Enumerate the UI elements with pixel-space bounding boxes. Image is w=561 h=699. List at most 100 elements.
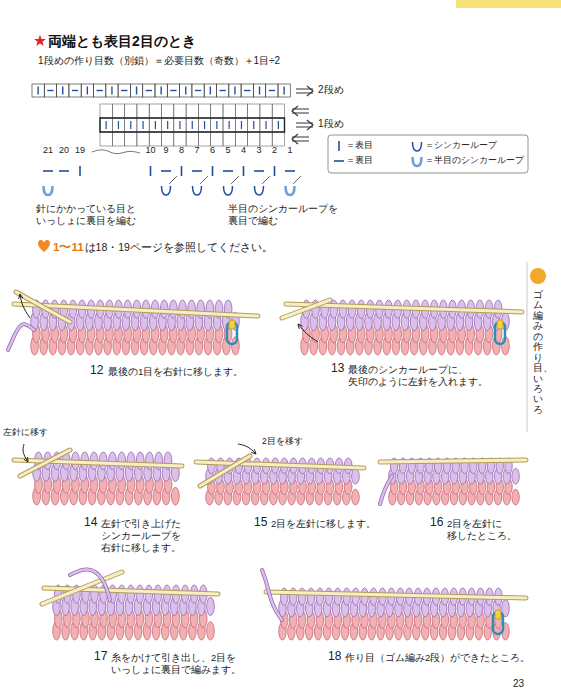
illustration-part xyxy=(16,292,70,322)
illustration-part xyxy=(352,489,360,505)
illustration-part xyxy=(118,121,119,129)
illustration-part xyxy=(413,142,422,151)
illustration-part xyxy=(192,121,193,129)
step-illustration xyxy=(196,444,364,505)
illustration-part xyxy=(241,121,242,129)
illustration-part xyxy=(193,186,202,195)
illustration-part xyxy=(100,118,112,132)
stitch-number: 19 xyxy=(75,145,85,156)
illustration-part xyxy=(62,87,63,95)
illustration-part xyxy=(32,84,44,97)
illustration-part xyxy=(210,87,211,95)
step-caption: 左針で引き上げた シンカーループを 右針に移します。 xyxy=(101,518,187,554)
illustration-part xyxy=(127,452,135,470)
illustration-part xyxy=(512,468,519,484)
illustration-part xyxy=(37,87,38,95)
step-illustration xyxy=(8,292,258,355)
illustration-part xyxy=(338,141,340,151)
illustration-part xyxy=(94,84,106,97)
illustration-part xyxy=(137,132,149,146)
illustration-part xyxy=(112,118,124,132)
step-illustration xyxy=(42,569,218,640)
illustration-part xyxy=(334,588,341,605)
illustration-part xyxy=(207,622,215,640)
illustration-part xyxy=(497,320,503,329)
illustration-part xyxy=(155,121,156,129)
step-caption: 最後の1目を右針に移します。 xyxy=(108,366,243,378)
illustration-part xyxy=(229,121,230,129)
illustration-part xyxy=(198,104,210,118)
illustration-part xyxy=(192,170,202,172)
illustration-part xyxy=(112,132,124,146)
knitting-chart xyxy=(32,84,290,146)
stitch-number: 6 xyxy=(210,145,215,156)
illustration-part xyxy=(251,449,256,454)
illustration-part xyxy=(149,118,161,132)
step-number: 14 xyxy=(84,515,97,530)
stitch-number: 5 xyxy=(225,145,230,156)
double-arrow xyxy=(296,120,313,130)
illustration-part xyxy=(150,166,152,176)
illustration-part xyxy=(97,90,103,91)
illustration-part xyxy=(235,132,247,146)
illustration-part xyxy=(106,84,118,97)
tab-dot xyxy=(530,268,546,284)
illustration-part xyxy=(174,118,186,132)
illustration-part xyxy=(307,120,313,130)
illustration-part xyxy=(512,489,519,505)
illustration-part xyxy=(43,170,53,172)
illustration-part xyxy=(137,118,149,132)
illustration-part xyxy=(181,166,183,176)
legend-text: ＝シンカーループ xyxy=(425,140,497,151)
illustration-part xyxy=(167,121,168,129)
illustration-part xyxy=(125,132,137,146)
illustration-part xyxy=(274,166,276,176)
illustration-part xyxy=(125,118,137,132)
illustration-part xyxy=(298,324,318,342)
heart-bullet xyxy=(38,240,50,252)
illustration-part xyxy=(260,132,272,146)
illustration-part xyxy=(180,84,192,97)
illustration-part xyxy=(255,186,264,195)
illustration-part xyxy=(170,300,178,318)
illustration-part xyxy=(100,104,112,118)
illustration-part xyxy=(174,132,186,146)
illustration-part xyxy=(266,84,278,97)
step-number: 13 xyxy=(331,361,344,376)
illustration-part xyxy=(223,132,235,146)
illustration-part xyxy=(272,104,284,118)
illustration-part xyxy=(380,476,392,504)
illustration-part xyxy=(272,132,284,146)
illustration-part xyxy=(262,176,270,184)
stitch-number: 1 xyxy=(287,145,292,156)
illustration-part xyxy=(380,460,526,462)
illustration-part xyxy=(16,292,70,322)
illustration-part xyxy=(348,300,356,318)
illustration-part xyxy=(70,569,110,600)
illustration-part xyxy=(186,118,198,132)
illustration-part xyxy=(223,118,235,132)
legend-text: ＝裏目 xyxy=(346,155,373,166)
illustration-part xyxy=(286,186,295,195)
illustration-part xyxy=(179,300,187,318)
illustration-part xyxy=(298,324,303,329)
illustration-part xyxy=(235,118,247,132)
illustration-part xyxy=(169,176,177,184)
illustration-part xyxy=(265,121,266,129)
illustration-part xyxy=(266,592,526,598)
illustration-part xyxy=(339,300,347,318)
stitch-number: 2 xyxy=(272,145,277,156)
illustration-part xyxy=(269,90,275,91)
illustration-part xyxy=(130,121,131,129)
illustration-part xyxy=(229,320,235,329)
step-number: 15 xyxy=(254,515,267,530)
illustration-part xyxy=(217,84,229,97)
double-arrow xyxy=(296,86,313,96)
illustration-part xyxy=(204,121,205,129)
illustration-part xyxy=(24,457,28,462)
illustration-part xyxy=(196,462,364,468)
step-number: 12 xyxy=(90,363,103,378)
illustration-part xyxy=(283,87,284,95)
row-label: 2段め xyxy=(318,84,344,97)
illustration-part xyxy=(325,588,332,605)
